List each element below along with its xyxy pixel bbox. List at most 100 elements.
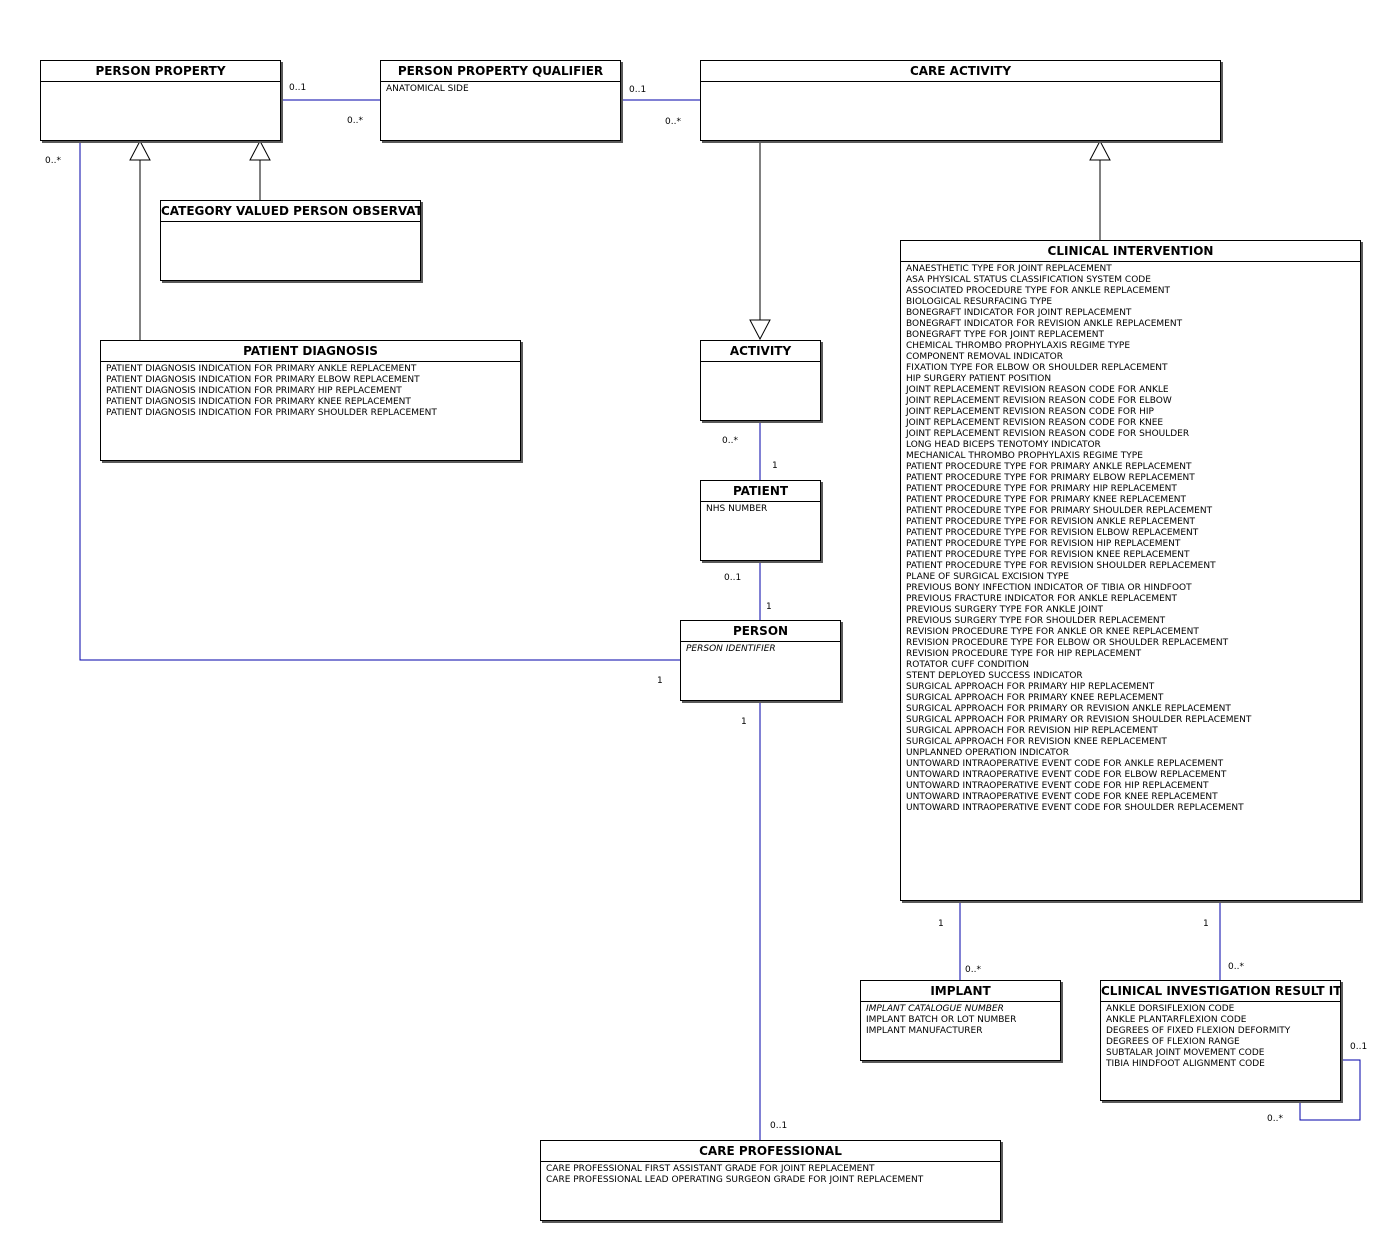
attribute: SUBTALAR JOINT MOVEMENT CODE: [1106, 1048, 1265, 1058]
attribute: STENT DEPLOYED SUCCESS INDICATOR: [906, 671, 1083, 681]
mult-property-qualifier-to: 0..*: [347, 116, 363, 126]
mult-property-qualifier-from: 0..1: [289, 83, 307, 93]
attribute: ANKLE PLANTARFLEXION CODE: [1106, 1015, 1247, 1025]
class-title: CARE PROFESSIONAL: [541, 1141, 1000, 1162]
mult-person-care-professional-to: 0..1: [770, 1121, 788, 1131]
attribute: PATIENT PROCEDURE TYPE FOR REVISION SHOU…: [906, 561, 1216, 571]
class-patient-diagnosis[interactable]: PATIENT DIAGNOSIS PATIENT DIAGNOSIS INDI…: [100, 340, 521, 461]
class-activity[interactable]: ACTIVITY: [700, 340, 821, 421]
attribute: CARE PROFESSIONAL LEAD OPERATING SURGEON…: [546, 1175, 924, 1185]
key-attribute: IMPLANT CATALOGUE NUMBER: [866, 1004, 1004, 1014]
class-care-activity[interactable]: CARE ACTIVITY: [700, 60, 1221, 141]
class-person-property[interactable]: PERSON PROPERTY: [40, 60, 281, 141]
attribute-list: [701, 82, 1220, 86]
attribute: JOINT REPLACEMENT REVISION REASON CODE F…: [906, 396, 1172, 406]
mult-intervention-result-item-from: 1: [1203, 919, 1209, 929]
attribute: UNTOWARD INTRAOPERATIVE EVENT CODE FOR A…: [906, 759, 1224, 769]
attribute: PATIENT PROCEDURE TYPE FOR PRIMARY ELBOW…: [906, 473, 1195, 483]
attribute: ASSOCIATED PROCEDURE TYPE FOR ANKLE REPL…: [906, 286, 1171, 296]
attribute: PATIENT PROCEDURE TYPE FOR PRIMARY ANKLE…: [906, 462, 1192, 472]
attribute: FIXATION TYPE FOR ELBOW OR SHOULDER REPL…: [906, 363, 1168, 373]
attribute: JOINT REPLACEMENT REVISION REASON CODE F…: [906, 385, 1169, 395]
attribute: IMPLANT BATCH OR LOT NUMBER: [866, 1015, 1017, 1025]
attribute: ANATOMICAL SIDE: [386, 84, 469, 94]
mult-intervention-implant-from: 1: [938, 919, 944, 929]
attribute: PATIENT PROCEDURE TYPE FOR REVISION KNEE…: [906, 550, 1190, 560]
class-person[interactable]: PERSON PERSON IDENTIFIER: [680, 620, 841, 701]
attribute: HIP SURGERY PATIENT POSITION: [906, 374, 1052, 384]
class-person-property-qualifier[interactable]: PERSON PROPERTY QUALIFIER ANATOMICAL SID…: [380, 60, 621, 141]
mult-intervention-implant-to: 0..*: [965, 965, 981, 975]
attribute-list: [41, 82, 280, 86]
gen-arrowhead-patient-diagnosis: [129, 139, 151, 161]
attribute: DEGREES OF FLEXION RANGE: [1106, 1037, 1240, 1047]
assoc-result-item-self: [1299, 1059, 1361, 1121]
class-clinical-investigation-result-item[interactable]: CLINICAL INVESTIGATION RESULT ITEM ANKLE…: [1100, 980, 1341, 1101]
attribute: PREVIOUS BONY INFECTION INDICATOR OF TIB…: [906, 583, 1192, 593]
attribute: BONEGRAFT INDICATOR FOR REVISION ANKLE R…: [906, 319, 1183, 329]
attribute: BONEGRAFT INDICATOR FOR JOINT REPLACEMEN…: [906, 308, 1132, 318]
attribute: CARE PROFESSIONAL FIRST ASSISTANT GRADE …: [546, 1164, 875, 1174]
class-title: PATIENT: [701, 481, 820, 502]
mult-qualifier-care-activity-from: 0..1: [629, 85, 647, 95]
attribute: PATIENT PROCEDURE TYPE FOR REVISION ELBO…: [906, 528, 1199, 538]
class-title: CLINICAL INVESTIGATION RESULT ITEM: [1101, 981, 1340, 1002]
attribute-list: PATIENT DIAGNOSIS INDICATION FOR PRIMARY…: [101, 362, 520, 421]
gen-arrowhead-activity: [749, 319, 771, 341]
attribute: COMPONENT REMOVAL INDICATOR: [906, 352, 1063, 362]
attribute-list: ANATOMICAL SIDE: [381, 82, 620, 97]
attribute: BIOLOGICAL RESURFACING TYPE: [906, 297, 1053, 307]
class-title: CATEGORY VALUED PERSON OBSERVATION: [161, 201, 420, 222]
mult-patient-person-to: 1: [766, 602, 772, 612]
attribute: UNTOWARD INTRAOPERATIVE EVENT CODE FOR E…: [906, 770, 1227, 780]
attribute: PATIENT DIAGNOSIS INDICATION FOR PRIMARY…: [106, 408, 437, 418]
attribute: PATIENT DIAGNOSIS INDICATION FOR PRIMARY…: [106, 386, 402, 396]
class-title: CARE ACTIVITY: [701, 61, 1220, 82]
attribute-list: [701, 362, 820, 366]
mult-qualifier-care-activity-to: 0..*: [665, 117, 681, 127]
mult-result-item-self-to: 0..*: [1267, 1114, 1283, 1124]
attribute: MECHANICAL THROMBO PROPHYLAXIS REGIME TY…: [906, 451, 1143, 461]
class-title: CLINICAL INTERVENTION: [901, 241, 1360, 262]
attribute: UNTOWARD INTRAOPERATIVE EVENT CODE FOR H…: [906, 781, 1209, 791]
class-title: ACTIVITY: [701, 341, 820, 362]
class-care-professional[interactable]: CARE PROFESSIONAL CARE PROFESSIONAL FIRS…: [540, 1140, 1001, 1221]
gen-arrowhead-clinical-intervention: [1089, 139, 1111, 161]
attribute: PATIENT PROCEDURE TYPE FOR REVISION ANKL…: [906, 517, 1196, 527]
attribute: REVISION PROCEDURE TYPE FOR HIP REPLACEM…: [906, 649, 1142, 659]
attribute: ROTATOR CUFF CONDITION: [906, 660, 1030, 670]
attribute: BONEGRAFT TYPE FOR JOINT REPLACEMENT: [906, 330, 1104, 340]
attribute: JOINT REPLACEMENT REVISION REASON CODE F…: [906, 429, 1190, 439]
attribute: PATIENT PROCEDURE TYPE FOR PRIMARY HIP R…: [906, 484, 1177, 494]
attribute: ASA PHYSICAL STATUS CLASSIFICATION SYSTE…: [906, 275, 1151, 285]
attribute: SURGICAL APPROACH FOR PRIMARY KNEE REPLA…: [906, 693, 1164, 703]
class-category-valued-person-observation[interactable]: CATEGORY VALUED PERSON OBSERVATION: [160, 200, 421, 281]
attribute: UNTOWARD INTRAOPERATIVE EVENT CODE FOR S…: [906, 803, 1244, 813]
attribute: SURGICAL APPROACH FOR REVISION KNEE REPL…: [906, 737, 1167, 747]
mult-result-item-self-from: 0..1: [1350, 1042, 1368, 1052]
class-title: PATIENT DIAGNOSIS: [101, 341, 520, 362]
attribute: REVISION PROCEDURE TYPE FOR ANKLE OR KNE…: [906, 627, 1199, 637]
attribute: ANAESTHETIC TYPE FOR JOINT REPLACEMENT: [906, 264, 1112, 274]
class-patient[interactable]: PATIENT NHS NUMBER: [700, 480, 821, 561]
class-clinical-intervention[interactable]: CLINICAL INTERVENTION ANAESTHETIC TYPE F…: [900, 240, 1361, 901]
attribute: PATIENT PROCEDURE TYPE FOR PRIMARY SHOUL…: [906, 506, 1213, 516]
attribute: JOINT REPLACEMENT REVISION REASON CODE F…: [906, 407, 1154, 417]
attribute: PATIENT DIAGNOSIS INDICATION FOR PRIMARY…: [106, 364, 417, 374]
attribute: TIBIA HINDFOOT ALIGNMENT CODE: [1106, 1059, 1265, 1069]
attribute: PATIENT PROCEDURE TYPE FOR REVISION HIP …: [906, 539, 1181, 549]
attribute: SURGICAL APPROACH FOR PRIMARY OR REVISIO…: [906, 704, 1231, 714]
mult-patient-person-from: 0..1: [724, 573, 742, 583]
class-title: PERSON PROPERTY: [41, 61, 280, 82]
generalization-lines: [129, 139, 1111, 341]
attribute: IMPLANT MANUFACTURER: [866, 1026, 983, 1036]
association-lines: [79, 99, 1361, 1140]
class-title: IMPLANT: [861, 981, 1060, 1002]
attribute: JOINT REPLACEMENT REVISION REASON CODE F…: [906, 418, 1164, 428]
mult-activity-patient-to: 1: [772, 461, 778, 471]
mult-activity-patient-from: 0..*: [722, 436, 738, 446]
attribute-list: CARE PROFESSIONAL FIRST ASSISTANT GRADE …: [541, 1162, 1000, 1188]
